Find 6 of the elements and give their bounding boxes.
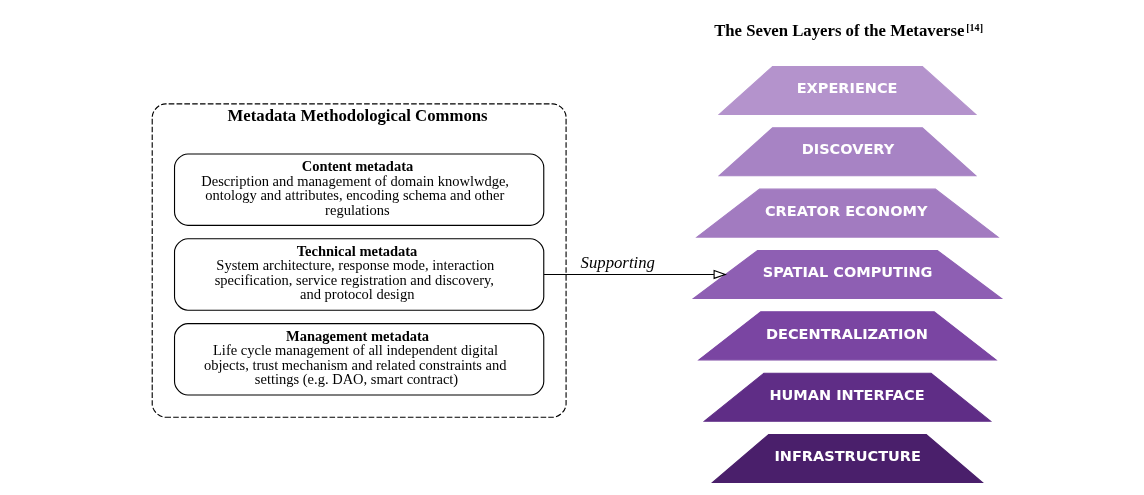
node-box: Management metadata Life cycle management of all independent digital objects, trust mechanism and related constraints and settings (e.g. DAO, smart contract) bbox=[173, 322, 544, 396]
edge-label: Supporting bbox=[580, 252, 655, 272]
arrow bbox=[542, 269, 727, 279]
node-box: Content metadata Description and management of domain knowlwdge, ontology and attributes, encoding schema and other regulations bbox=[173, 152, 544, 226]
label: The Seven Layers of the Metaverse$^{[14]}$ bbox=[713, 20, 983, 40]
node-box: Technical metadata System architecture, response mode, interaction specification, service registration and discovery, and protocol design bbox=[173, 237, 544, 311]
